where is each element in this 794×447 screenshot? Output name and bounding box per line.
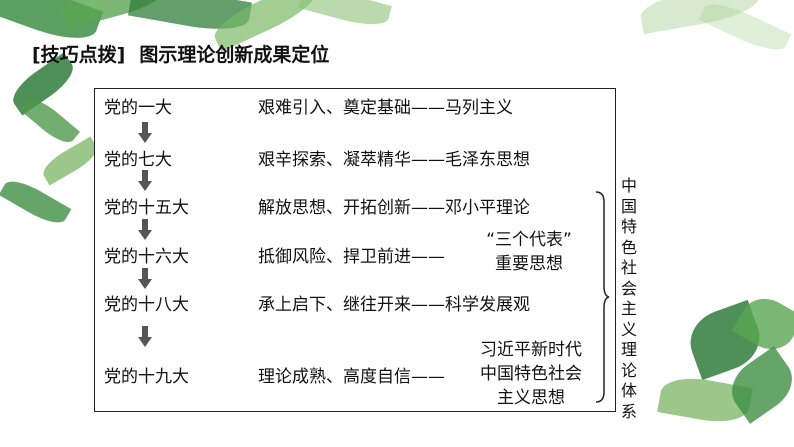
- theory-line: 习近平新时代: [480, 340, 582, 360]
- row-description: 解放思想、开拓创新——邓小平理论: [258, 198, 530, 218]
- grouping-brace: [595, 191, 610, 403]
- theory-line: 中国特色社会: [480, 364, 582, 384]
- row-description: 艰辛探索、凝萃精华——毛泽东思想: [258, 150, 530, 170]
- congress-label: 党的十九大: [104, 367, 189, 387]
- congress-label: 党的十六大: [104, 247, 189, 267]
- down-arrow-icon: [138, 170, 152, 192]
- down-arrow-icon: [138, 268, 152, 290]
- down-arrow-icon: [138, 326, 152, 348]
- row-description: 抵御风险、捍卫前进——: [258, 247, 445, 267]
- congress-label: 党的十八大: [104, 295, 189, 315]
- theory-line: “三个代表”: [486, 230, 572, 250]
- row-description: 艰难引入、奠定基础——马列主义: [258, 98, 513, 118]
- theory-name: “三个代表” 重要思想: [470, 228, 588, 276]
- row-description: 理论成熟、高度自信——: [258, 367, 445, 387]
- row-description: 承上启下、继往开来——科学发展观: [258, 295, 530, 315]
- section-heading: [技巧点拨] 图示理论创新成果定位: [32, 40, 329, 67]
- system-label-vertical: 中国特色社会主义理论体系: [620, 176, 637, 421]
- congress-label: 党的一大: [104, 98, 172, 118]
- down-arrow-icon: [138, 122, 152, 144]
- heading-tag: [技巧点拨]: [32, 44, 126, 66]
- down-arrow-icon: [138, 219, 152, 241]
- congress-label: 党的十五大: [104, 198, 189, 218]
- congress-label: 党的七大: [104, 150, 172, 170]
- heading-title: 图示理论创新成果定位: [139, 44, 330, 66]
- diagram-frame: [94, 88, 616, 412]
- theory-name: 习近平新时代 中国特色社会 主义思想: [470, 338, 592, 410]
- theory-line: 主义思想: [497, 388, 565, 408]
- theory-line: 重要思想: [495, 254, 563, 274]
